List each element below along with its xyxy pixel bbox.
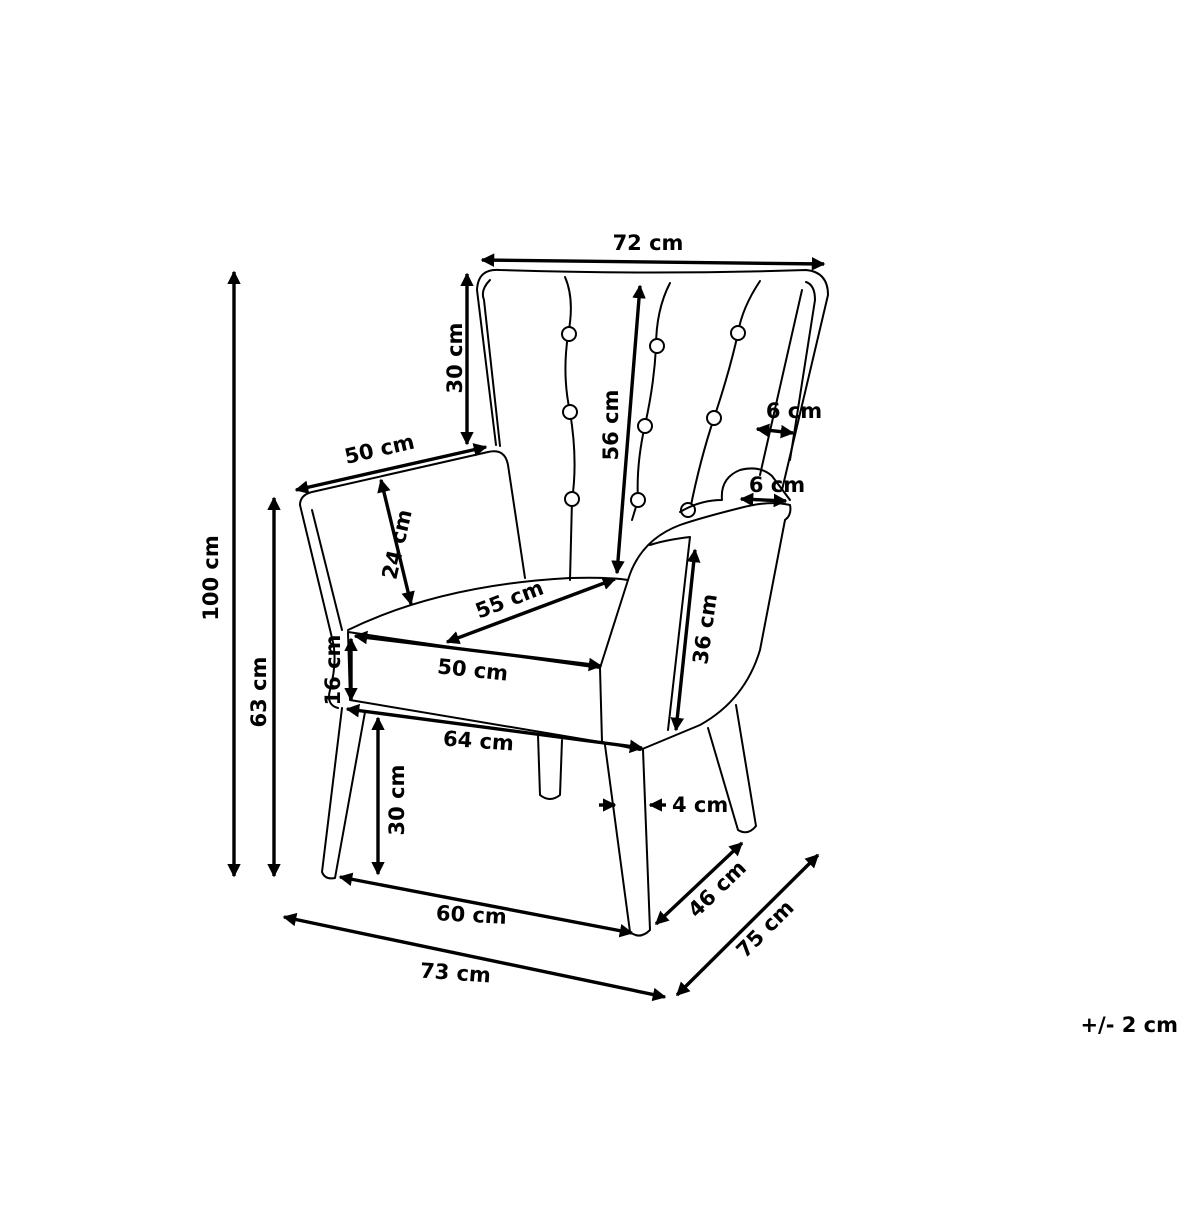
button-5 (637, 418, 653, 434)
label-width-top: 72 cm (613, 231, 684, 255)
label-leg-height: 30 cm (385, 765, 409, 836)
label-total-width: 73 cm (419, 959, 491, 988)
label-arm-side-height: 36 cm (688, 592, 722, 666)
tuft-channel-3 (689, 280, 761, 511)
leg-front-left (321, 707, 366, 880)
wing-inner-right (789, 281, 816, 461)
left-arm-front (299, 504, 339, 709)
button-6 (630, 492, 646, 508)
dim-line-total-width (282, 912, 667, 1002)
wing-edge-right (759, 289, 803, 476)
label-wing-height: 30 cm (443, 323, 467, 394)
label-seat-width: 50 cm (436, 654, 509, 685)
dim-line-arm-side-height (670, 548, 701, 732)
button-1 (561, 326, 577, 342)
backrest-inner-line (481, 279, 501, 447)
label-arm-floor-height: 63 cm (247, 657, 271, 728)
label-arm-height: 24 cm (378, 507, 417, 581)
button-4 (649, 338, 665, 354)
dim-line-back-height (611, 284, 646, 575)
leg-back-right (707, 704, 757, 834)
dimension-labels: 72 cm 30 cm 56 cm 6 cm 6 cm 50 cm 24 cm … (199, 231, 1178, 1037)
label-tolerance: +/- 2 cm (1080, 1013, 1178, 1037)
dim-line-arm-height (377, 478, 415, 606)
left-arm-outline (299, 450, 526, 579)
button-8 (706, 410, 722, 426)
label-leg-thickness: 4 cm (672, 793, 728, 817)
left-arm-inner (311, 509, 343, 631)
label-total-height: 100 cm (199, 535, 223, 620)
label-wing-depth: 6 cm (766, 399, 822, 423)
dim-line-arm-depth (294, 443, 488, 494)
backrest-outline (476, 268, 829, 491)
dimension-lines (227, 253, 826, 1002)
right-arm-inner (599, 536, 691, 731)
button-7 (730, 325, 746, 341)
label-seat-front-height: 16 cm (321, 635, 345, 706)
button-3 (564, 491, 580, 507)
button-2 (562, 404, 578, 420)
label-arm-depth: 50 cm (342, 430, 416, 469)
label-arm-width: 6 cm (749, 473, 805, 497)
dim-line-arm-width (739, 492, 788, 508)
label-back-height: 56 cm (599, 390, 623, 461)
leg-back-left (537, 734, 563, 800)
leg-front-right (604, 744, 651, 937)
label-legs-width: 60 cm (435, 901, 507, 929)
dim-line-wing-depth (755, 423, 795, 439)
dim-line-width-top (480, 253, 826, 271)
right-arm-roll (679, 467, 791, 513)
label-front-width: 64 cm (442, 727, 514, 756)
dim-line-total-depth (675, 853, 820, 997)
dim-line-front-width (345, 703, 644, 754)
tuft-channel-1 (564, 276, 576, 581)
dim-line-seat-width (353, 630, 603, 672)
